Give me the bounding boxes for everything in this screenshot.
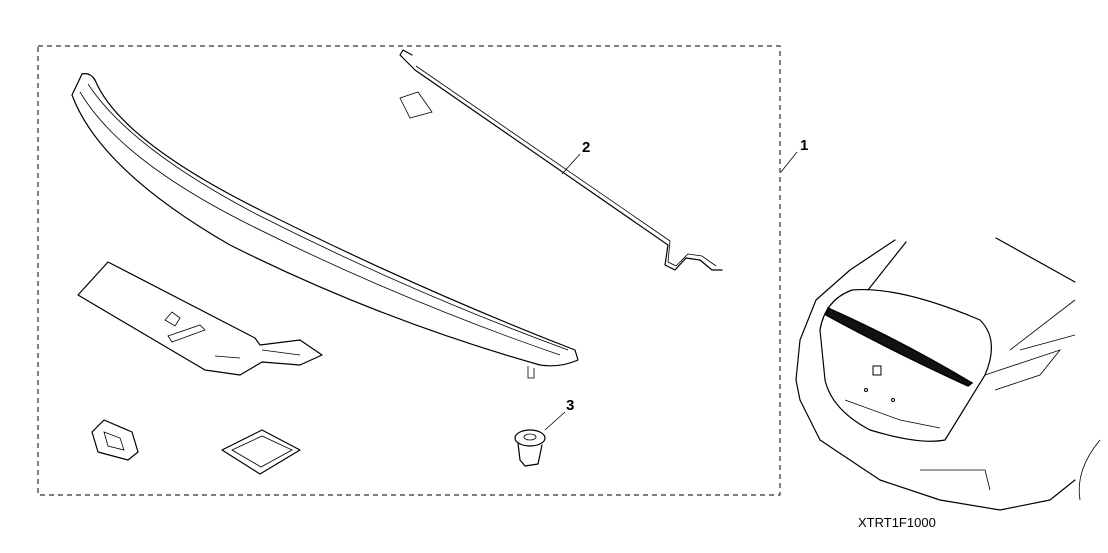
callout-1: 1: [800, 137, 808, 154]
grommet-part: [514, 429, 546, 467]
figure-code: XTRT1F1000: [858, 515, 936, 530]
callout-2: 2: [582, 139, 590, 156]
leader-line-2: [561, 153, 581, 175]
leader-line-3: [544, 411, 566, 431]
callout-3: 3: [566, 397, 574, 414]
leader-line-1: [780, 151, 798, 173]
kit-boundary: [37, 45, 781, 496]
spoiler-part: [71, 73, 579, 379]
template-sheet-part: [77, 261, 323, 376]
pad-part: [221, 429, 301, 475]
emblem: [872, 365, 882, 376]
vehicle-rear-illustration: [795, 237, 1101, 511]
wire-part: [399, 49, 723, 271]
bracket-part: [91, 419, 139, 461]
